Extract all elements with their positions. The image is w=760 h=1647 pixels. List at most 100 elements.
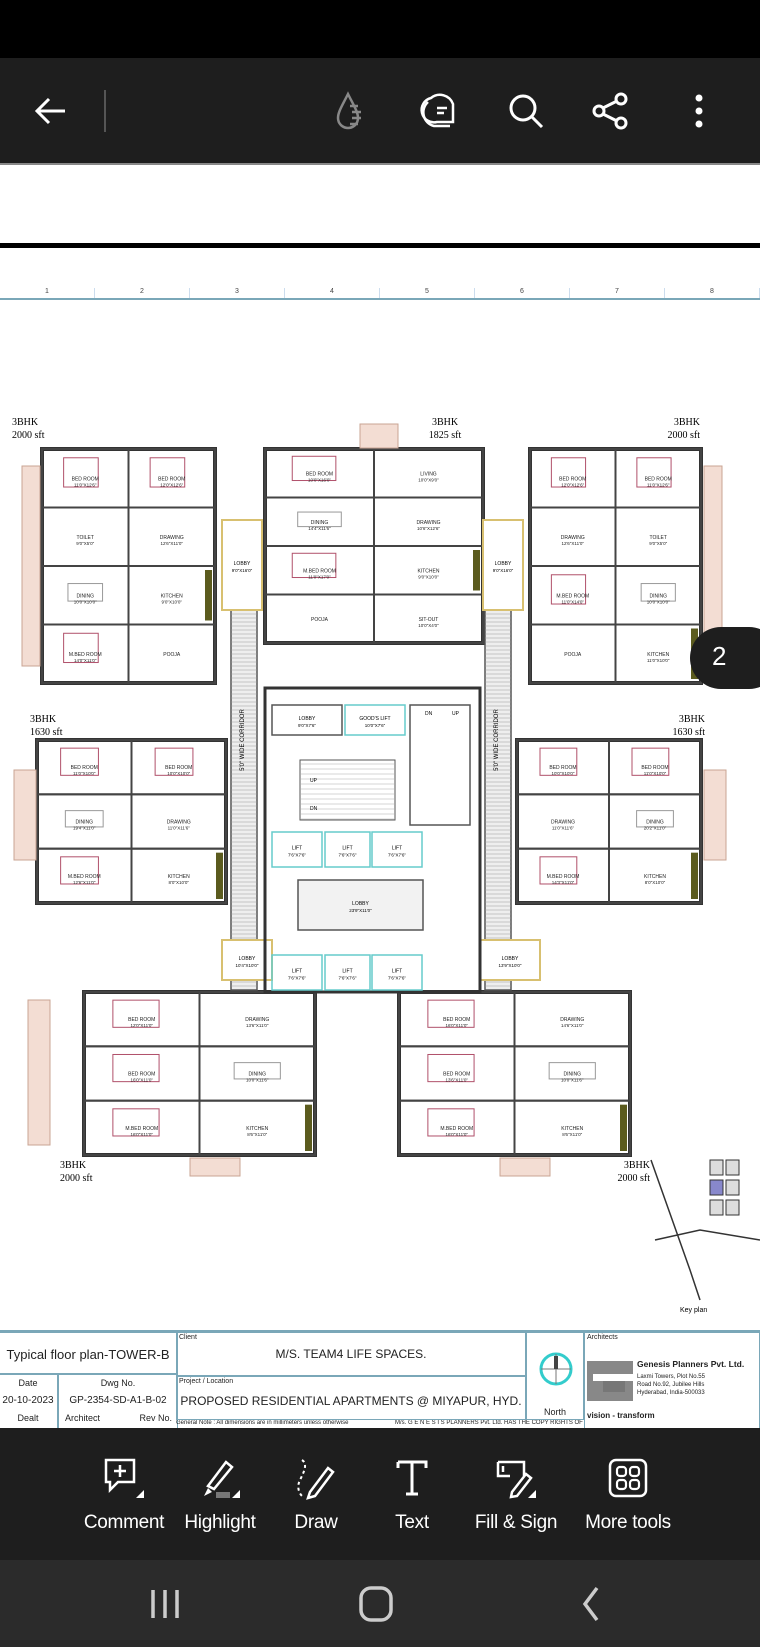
draw-icon [297,1459,335,1500]
room-label: KITCHEN [644,874,666,880]
more-tools-button[interactable]: More tools [572,1428,684,1560]
room-dimension: 10'0"X10'0" [167,771,190,776]
room-label: DRAWING [160,535,184,541]
room-label: DRAWING [245,1017,269,1023]
dining-table-icon [297,511,342,528]
room-label: BED ROOM [165,765,192,771]
room-dimension: 10'0"X10'0" [552,771,575,776]
room-dimension: 12'0"X11'0" [130,1023,153,1028]
ruler-mark: 1 [0,288,95,298]
room-dimension: 11'0"X10'0" [73,771,96,776]
page-gap [0,163,760,245]
back-arrow-icon[interactable] [28,88,74,134]
unit-type-label: 3BHK [679,714,706,725]
bed-icon [291,552,337,579]
bed-icon [539,747,578,776]
lift [271,831,323,868]
room-label: DINING [249,1072,267,1078]
rev-label: Rev No. [139,1413,172,1423]
room-dimension: 12'6"X11'0" [160,541,183,546]
corridor [230,609,258,991]
lobby [482,519,524,611]
core-label: LIFT [342,969,352,975]
room-dimension: 12'6"X11'0" [561,541,584,546]
room-label: TOILET [650,535,667,541]
room-dimension: 12'0"X12'6" [561,482,584,487]
draw-tool-button[interactable]: Draw [268,1428,364,1560]
room-label: DRAWING [417,520,441,526]
stair-up-label: UP [310,778,318,784]
core-lobby [297,879,424,931]
ruler-mark: 7 [570,288,665,298]
bed-icon [63,457,99,488]
room-dimension: 10'0"X10'0" [647,599,670,604]
search-icon[interactable] [503,88,549,134]
balcony [499,1157,551,1177]
unit-area-label: 2000 sft [60,1173,93,1184]
more-options-icon[interactable] [676,88,722,134]
room-label: M.BED ROOM [68,874,101,880]
status-bar [0,0,760,58]
room-dimension: 16'0"X11'0" [445,1132,468,1137]
unit-type-label: 3BHK [60,1160,87,1171]
comment-tool-button[interactable]: Comment [76,1428,172,1560]
unit-type-label: 3BHK [624,1160,651,1171]
room-dimension: 20'2"X11'0" [644,826,667,831]
genesis-logo [587,1361,633,1401]
core-label: LIFT [342,846,352,852]
room-label: BED ROOM [72,476,99,482]
comments-list-icon[interactable] [417,88,463,134]
lobby-dimension: 9'0"X16'0" [493,568,514,573]
room-outline [513,1099,631,1156]
corridor [484,609,512,991]
room-label: BED ROOM [443,1072,470,1078]
room-dimension: 16'0"X11'0" [130,1078,153,1083]
architects-label: Architects [587,1334,618,1341]
north-label: North [543,1407,566,1417]
room-label: KITCHEN [561,1126,583,1132]
room-label: DINING [650,593,668,599]
room-dimension: 11'0"X10'0" [647,658,670,663]
page-number-badge: 2 [690,627,760,689]
divider [104,90,106,132]
project-name: PROPOSED RESIDENTIAL APARTMENTS @ MIYAPU… [180,1394,522,1408]
highlight-tool-button[interactable]: Highlight [172,1428,268,1560]
core-label: LOBBY [352,901,369,907]
liquid-mode-icon[interactable] [330,88,376,134]
fill-sign-tool-button[interactable]: Fill & Sign [460,1428,572,1560]
lift [271,954,323,991]
room-label: BED ROOM [128,1017,155,1023]
lobby-label: LOBBY [234,561,251,567]
share-icon[interactable] [588,88,634,134]
home-icon[interactable] [357,1584,397,1624]
core-label: LIFT [292,846,302,852]
dwg-label: Dwg No. [100,1378,136,1388]
key-plan-outline [650,1159,760,1301]
core-dimension: 7'6"X7'6" [288,976,306,981]
key-plan-block [709,1199,724,1216]
text-tool-button[interactable]: Text [364,1428,460,1560]
dealt-label: Dealt [17,1413,39,1423]
room-dimension: 10'0"X11'6" [561,1078,584,1083]
room-label: KITCHEN [168,874,190,880]
lobby [221,519,263,611]
room-dimension: 19'4"X11'0" [73,826,96,831]
room-dimension: 8'0"X10'0" [169,880,190,885]
back-nav-icon[interactable] [575,1584,615,1624]
core-dimension: 7'6"X7'6" [388,853,406,858]
core-dimension: 9'0"X7'6" [298,723,316,728]
ruler-mark: 5 [380,288,475,298]
room-dimension: 16'0"X11'0" [130,1132,153,1137]
ruler-mark: 4 [285,288,380,298]
ruler-mark: 2 [95,288,190,298]
room-label: DRAWING [167,820,191,826]
page-edge [0,243,760,248]
room-dimension: 11'0"X11'6" [552,826,575,831]
bed-icon [427,1053,475,1083]
room-label: M.BED ROOM [125,1126,158,1132]
recent-apps-icon[interactable] [145,1584,185,1624]
bottom-toolbar: Comment Highlight Draw Text Fill & Sign … [0,1428,760,1560]
core-label: LIFT [392,846,402,852]
